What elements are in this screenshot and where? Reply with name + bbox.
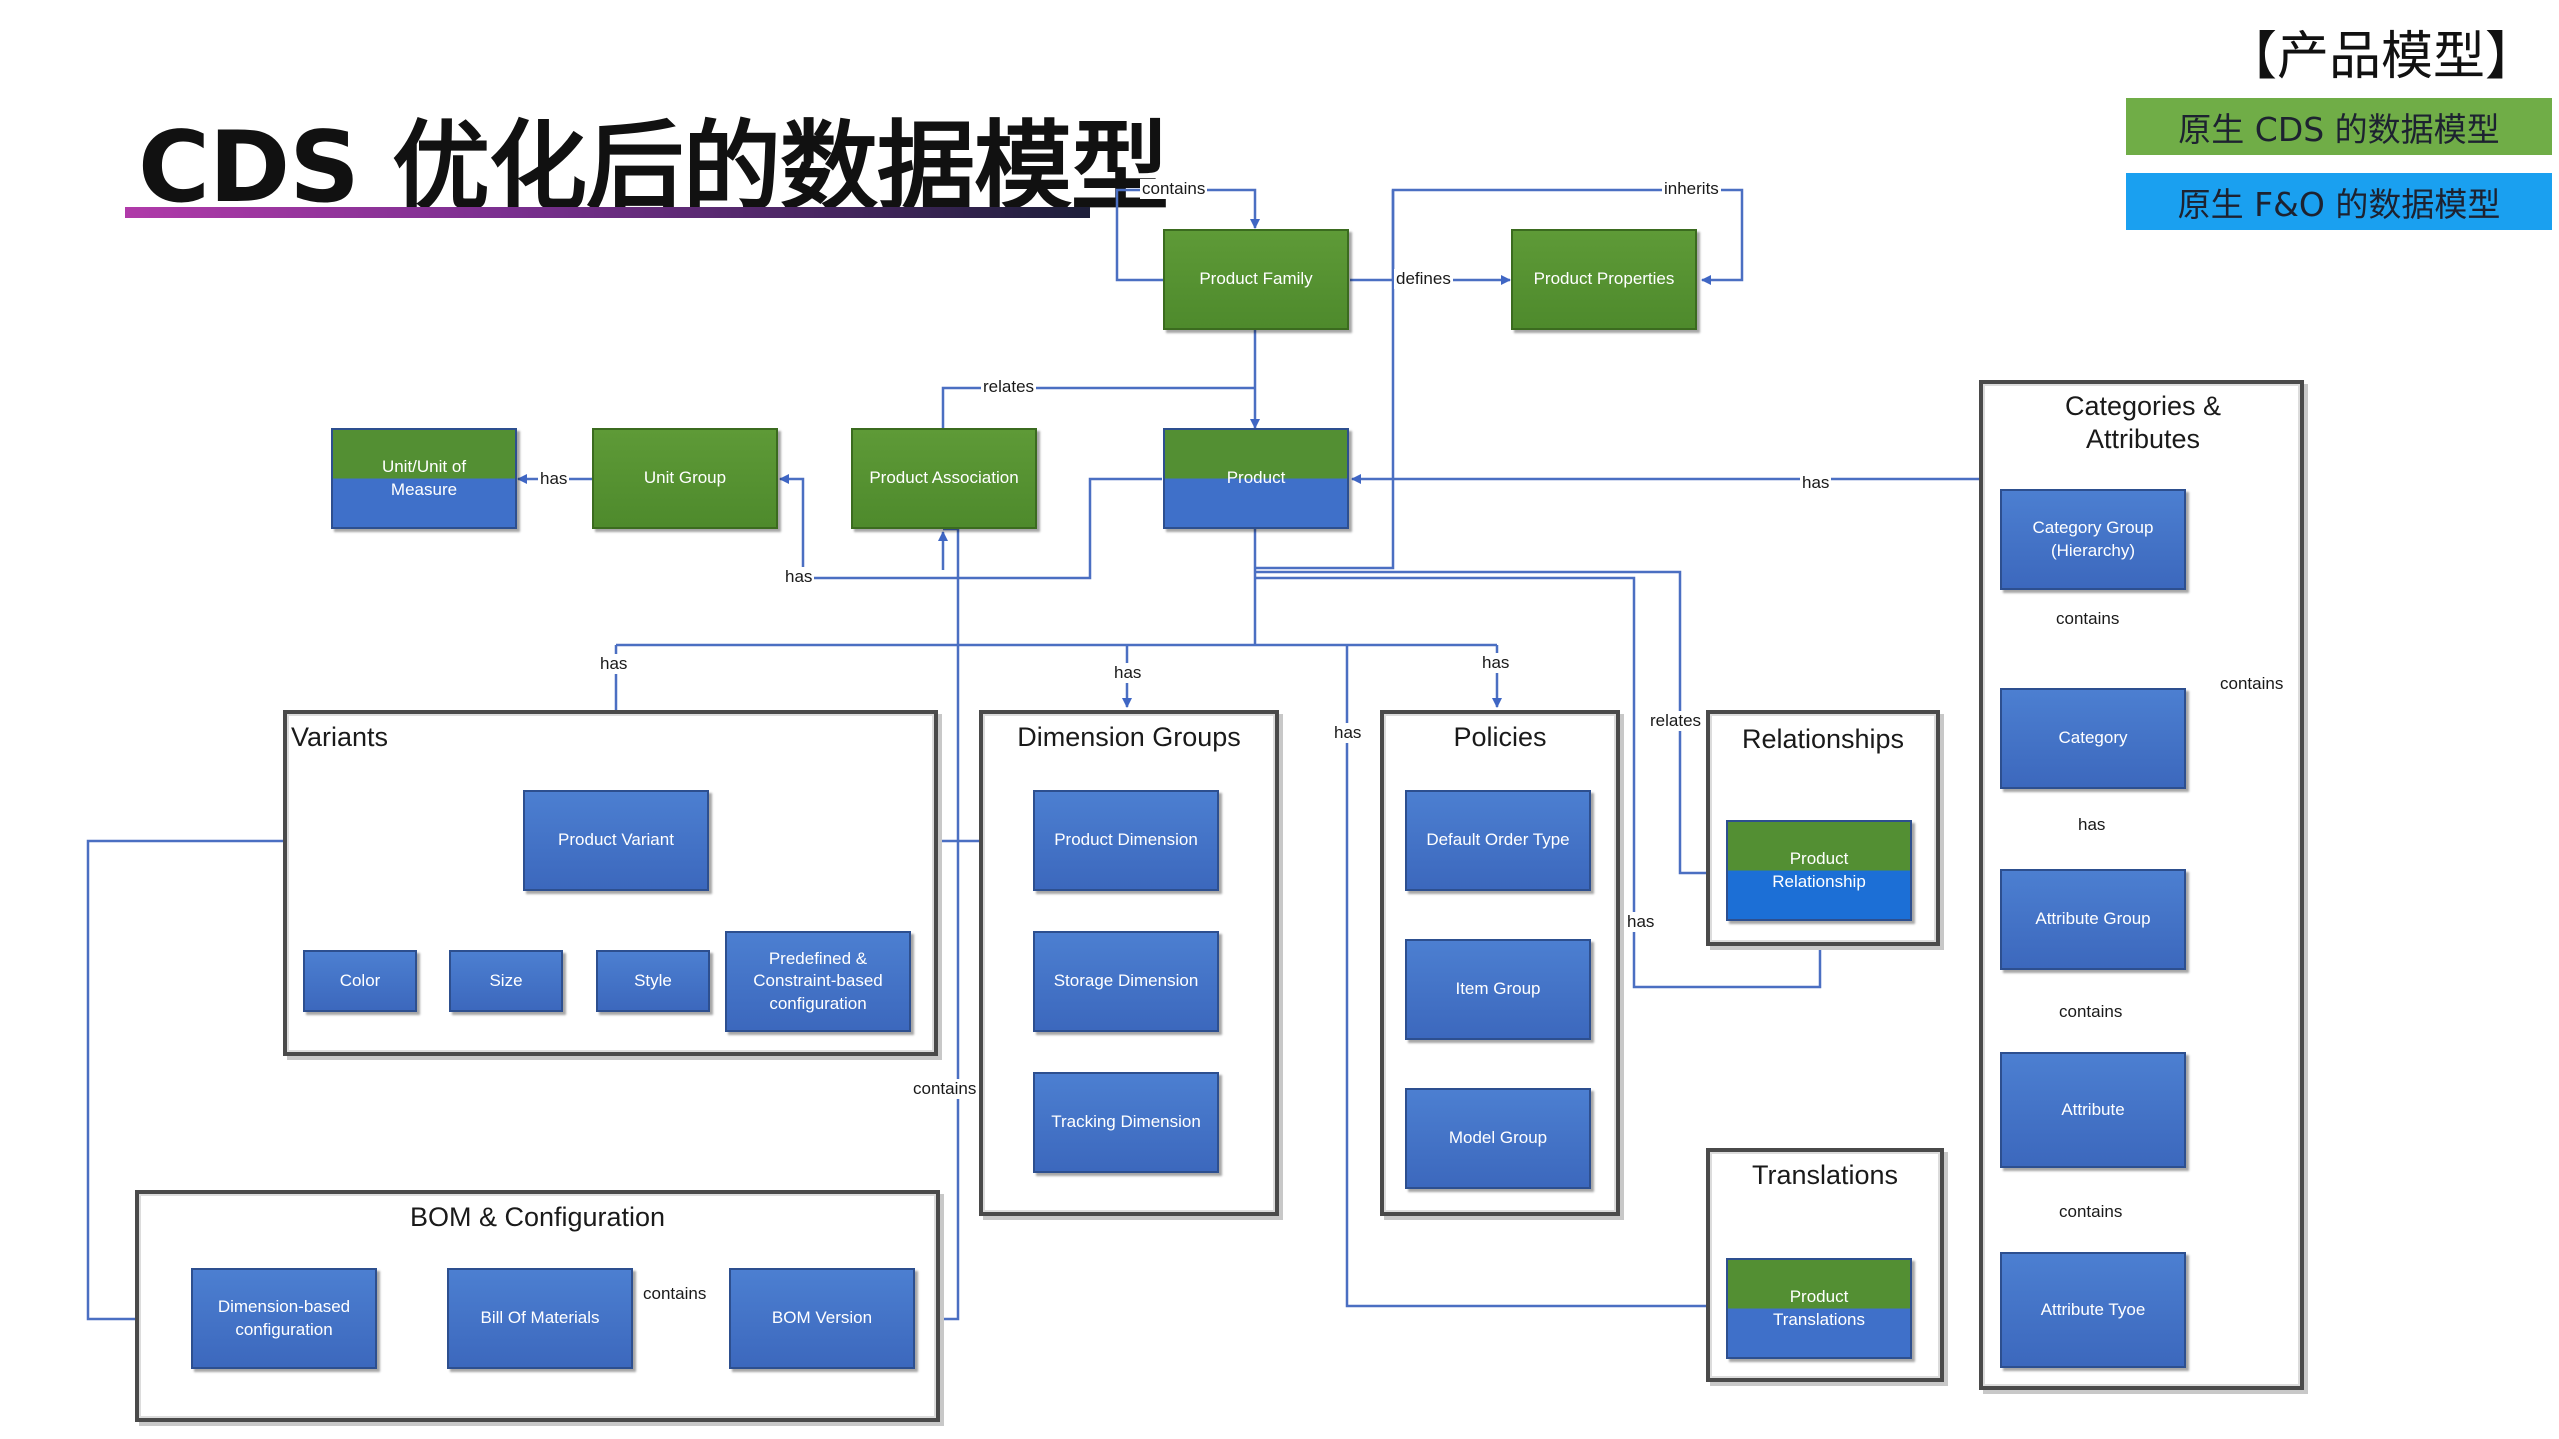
node-attribute-group[interactable]: Attribute Group: [2000, 869, 2186, 970]
node-style[interactable]: Style: [596, 950, 710, 1012]
title-underline: [125, 207, 1090, 218]
node-product-variant[interactable]: Product Variant: [523, 790, 709, 891]
node-attribute-type[interactable]: Attribute Tyoe: [2000, 1252, 2186, 1368]
node-color[interactable]: Color: [303, 950, 417, 1012]
node-attribute[interactable]: Attribute: [2000, 1052, 2186, 1168]
edge-label-relates-relationship: relates: [1648, 711, 1704, 731]
edge-label-has-categories: has: [1800, 473, 1832, 493]
node-product-family[interactable]: Product Family: [1163, 229, 1349, 330]
node-product[interactable]: Product: [1163, 428, 1349, 529]
group-title-policies: Policies: [1453, 722, 1547, 752]
group-title-dimension-groups: Dimension Groups: [1017, 722, 1241, 752]
edge-label-contains-attribute-group: contains: [2057, 1002, 2125, 1022]
edge-label-contains-attribute: contains: [2057, 1202, 2125, 1222]
node-item-group[interactable]: Item Group: [1405, 939, 1591, 1040]
edge-label-has-dimension: has: [1112, 663, 1144, 683]
edge-label-contains-association: contains: [911, 1079, 979, 1099]
edge-label-contains-category-group: contains: [2054, 609, 2122, 629]
node-bom-version[interactable]: BOM Version: [729, 1268, 915, 1369]
node-unit-of-measure[interactable]: Unit/Unit of Measure: [331, 428, 517, 529]
edge-label-has-relationship: has: [1625, 912, 1657, 932]
group-title-variants: Variants: [291, 722, 389, 752]
node-category[interactable]: Category: [2000, 688, 2186, 789]
edge-label-has-attribute-group: has: [2076, 815, 2108, 835]
group-title-translations: Translations: [1751, 1160, 1899, 1190]
node-product-association[interactable]: Product Association: [851, 428, 1037, 529]
group-title-relationships: Relationships: [1741, 724, 1905, 754]
edge-label-has-variants: has: [598, 654, 630, 674]
section-tag: 【产品模型】: [2224, 27, 2537, 87]
edge-label-defines: defines: [1394, 269, 1453, 289]
node-default-order-type[interactable]: Default Order Type: [1405, 790, 1591, 891]
node-unit-group[interactable]: Unit Group: [592, 428, 778, 529]
page-title: CDS 优化后的数据模型: [138, 111, 1169, 225]
edge-label-has-unit-group: has: [783, 567, 815, 587]
legend-native-fo: 原生 F&O 的数据模型: [2126, 173, 2552, 230]
edge-label-contains-family: contains: [1140, 179, 1208, 199]
group-title-categories: Categories & Attributes: [2064, 391, 2222, 454]
group-title-bom: BOM & Configuration: [409, 1202, 666, 1232]
node-product-dimension[interactable]: Product Dimension: [1033, 790, 1219, 891]
node-product-relationship[interactable]: Product Relationship: [1726, 820, 1912, 921]
legend-native-cds: 原生 CDS 的数据模型: [2126, 98, 2552, 155]
node-predefined-config[interactable]: Predefined & Constraint-based configurat…: [725, 931, 911, 1032]
edge-label-contains-bom: contains: [641, 1284, 709, 1304]
edge-label-has-unit: has: [538, 469, 570, 489]
node-size[interactable]: Size: [449, 950, 563, 1012]
node-dimension-config[interactable]: Dimension-based configuration: [191, 1268, 377, 1369]
node-category-group[interactable]: Category Group (Hierarchy): [2000, 489, 2186, 590]
node-bill-of-materials[interactable]: Bill Of Materials: [447, 1268, 633, 1369]
node-storage-dimension[interactable]: Storage Dimension: [1033, 931, 1219, 1032]
node-model-group[interactable]: Model Group: [1405, 1088, 1591, 1189]
node-product-translations[interactable]: Product Translations: [1726, 1258, 1912, 1359]
edge-label-inherits: inherits: [1662, 179, 1721, 199]
edge-label-relates-association: relates: [981, 377, 1037, 397]
node-tracking-dimension[interactable]: Tracking Dimension: [1033, 1072, 1219, 1173]
edge-label-contains-category: contains: [2218, 674, 2286, 694]
edge-label-has-policies: has: [1480, 653, 1512, 673]
edge-label-has-translations: has: [1332, 723, 1364, 743]
node-product-properties[interactable]: Product Properties: [1511, 229, 1697, 330]
